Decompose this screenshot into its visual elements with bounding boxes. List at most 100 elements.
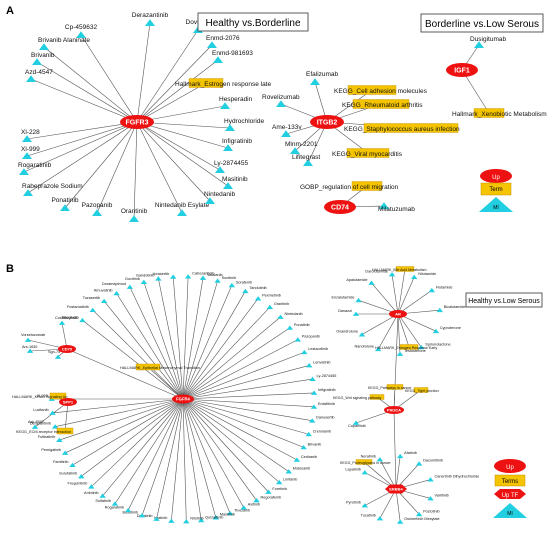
term-node: HALLMARK_Bile Acid Metabolism [372,266,427,272]
edge-fgfr4-drug [65,398,184,454]
drug-node: Rovelizumab [262,94,300,107]
drug-triangle-icon [301,349,308,355]
edge-fgfr4-drug [182,327,291,400]
hub-label: FGFR3 [126,119,149,126]
drug-triangle-icon [281,130,291,137]
drug-node: Pazopanib [82,202,113,216]
drug-label: Quizartinib [205,515,223,519]
edge-erbb4-drug [379,488,397,519]
hub-label: AR [395,311,401,316]
drug-triangle-icon [308,418,316,423]
drug-label: Darolutamide [365,269,388,273]
drug-triangle-icon [361,470,369,475]
edge-fgfr3-drug [30,78,138,123]
drug-node: Canertinib Dihydrochloride [427,475,479,482]
edge-fgfr4-drug [129,286,184,400]
drug-label: Osimertinib Mesylate [404,517,439,521]
drug-label: Bosutinib [122,510,138,514]
drug-triangle-icon [376,457,384,462]
drug-node: Tucatinib [361,513,384,521]
drug-node: Hesperadin [219,96,253,109]
term-label: KEGG_Viral myocarditis [332,151,403,158]
drug-triangle-icon [215,166,225,173]
legend-b-term-shape [494,474,526,487]
edge-fgfr3-drug [136,59,219,123]
drug-label: Dasatinib [137,514,153,518]
edge-fgfr4-drug [103,300,184,400]
drug-node: Ask-8007 [28,420,44,429]
term-box [351,181,383,191]
drug-triangle-icon [225,124,235,131]
drug-node: Quizartinib [197,515,223,523]
drug-node: Darolutamide [365,269,396,277]
drug-node: Hydrochloride [224,118,264,131]
hub-node-fgfr3: FGFR3 [120,115,154,129]
drug-node: Doramapimod [102,282,134,289]
drug-label: Cyproterone [440,326,461,330]
edge-fgfr4-drug [182,398,309,435]
edge-ar-term [397,313,410,348]
drug-triangle-icon [276,100,286,107]
drug-triangle-icon [265,489,272,494]
drug-label: Lestaurtinib [308,347,328,351]
drug-node: Danusertib [308,416,335,423]
drug-label: Fruquintinib [68,482,88,486]
edge-fgfr4-drug [52,398,184,414]
drug-triangle-icon [415,461,423,466]
edge-fgfr4-drug [182,398,244,508]
drug-triangle-icon [24,337,32,342]
term-label: GOBP_regulation of cell migration [300,184,399,191]
hub-label: ERBB4 [389,486,403,491]
legend-a-term-label: Term [489,187,502,193]
edge-fgfr4-drug [182,276,189,400]
drug-node: Amuvatinib [94,288,120,296]
term-node: Hallmark_Xenobiotic Metabolism [452,108,547,118]
drug-label: Ask-8007 [28,420,44,424]
legend-a-mi-shape [479,197,513,212]
drug-triangle-icon [310,404,318,409]
drug-triangle-icon [49,410,56,415]
drug-node: Famitinib [53,460,76,468]
edge-fgfr4-drug [182,398,314,408]
drug-node: Ars-1630 [22,345,37,353]
edge-fgfr4-drug [182,316,281,400]
hub-node-igf1: IGF1 [446,63,478,77]
drug-node: Imatinib [154,516,175,523]
edge-fgfr4-drug [182,398,217,518]
edge-ar-drug [391,274,399,315]
edge-fgfr4-drug [182,291,246,400]
term-box [363,123,459,133]
drug-label: Xl-228 [21,129,40,136]
drug-triangle-icon [396,351,404,356]
edge-fgfr4-drug [81,398,184,477]
drug-triangle-icon [305,431,312,437]
drug-node: Dovitinib [125,277,148,284]
edge-ar-drug [377,313,399,350]
drug-label: Sulfatinib [95,499,111,503]
legend-b-mi-label: MI [507,511,513,517]
term-label: HALLMARK_KRAS Signaling Up [12,395,68,399]
drug-label: Copanlisib [348,424,366,428]
hub-label: SPP1 [63,399,74,404]
drug-label: Sunitinib [222,276,237,280]
drug-label: Pemigatinib [41,448,61,452]
drug-triangle-icon [138,512,146,518]
drug-label: Anlotinib [84,491,99,495]
drug-label: Rogaratinib [105,505,124,509]
term-label: KEGG_ECM-receptor interaction [16,430,71,434]
edge-ar-drug [397,313,437,332]
term-label: KEGG_Proteoglycans in cancer [340,461,392,465]
drug-label: Cp-459632 [65,24,98,31]
edge-fgfr4-drug [182,398,289,472]
drug-label: Linifanib [283,477,297,481]
edge-fgfr4-drug [182,398,298,461]
drug-label: Pyrotinib [346,501,361,505]
drug-label: Tivozanib [234,508,250,512]
edge-fgfr4-drug [102,398,184,497]
term-node: KEGG_Viral myocarditis [332,148,403,158]
term-box [355,459,373,465]
drug-node: Cediranib [293,455,317,462]
term-node: KEGG_Tight junction [405,387,439,393]
drug-triangle-icon [69,462,76,468]
